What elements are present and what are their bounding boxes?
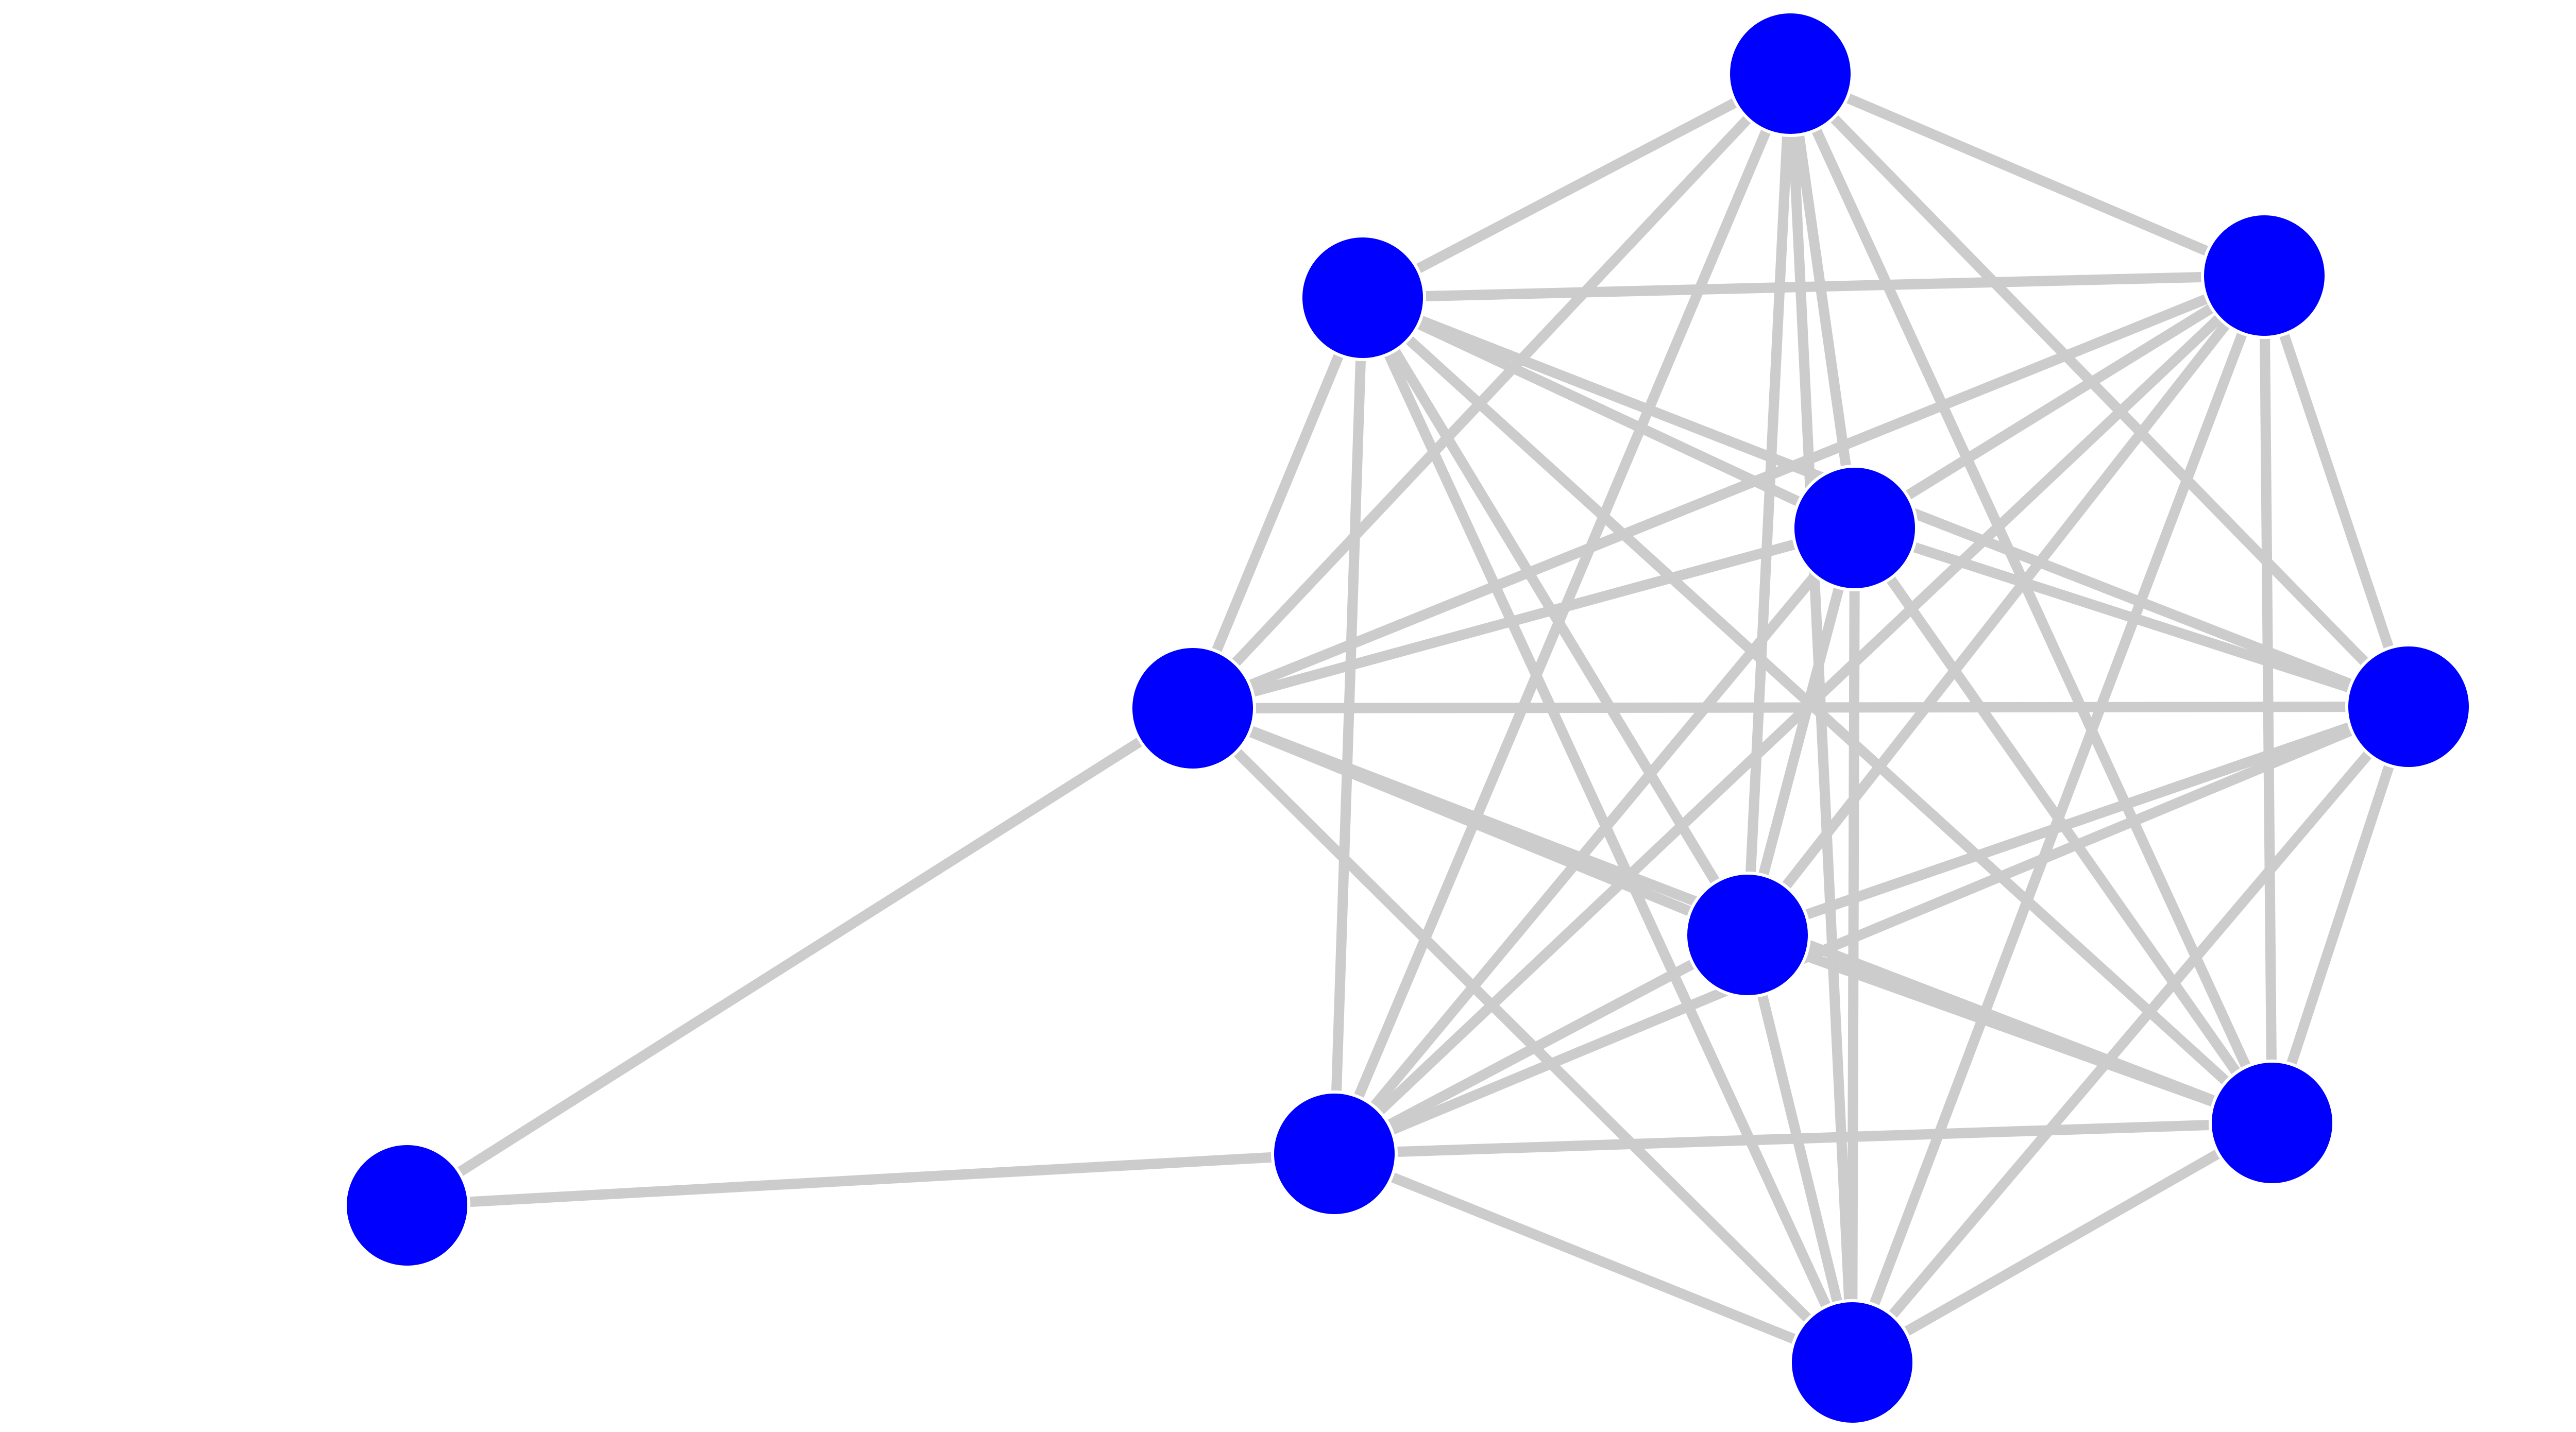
edge-n4-n7 [1786,70,2413,710]
edge-n3-n10 [1358,295,1857,1365]
edge-n4-n6 [1788,69,2266,281]
edge-n3-n6 [1362,270,2265,303]
edge-n0-n1 [406,1149,1335,1211]
edge-n8-n10 [1742,933,1857,1364]
edge-n1-n4 [1329,72,1795,1156]
node-n6[interactable] [2201,212,2328,339]
node-n10[interactable] [1789,1299,1916,1426]
edge-n2-n3 [1188,296,1368,710]
node-n8[interactable] [1684,872,1811,998]
edge-n1-n3 [1329,297,1368,1154]
node-n3[interactable] [1299,234,1426,361]
edge-n2-n4 [1189,70,1794,712]
edge-n0-n2 [404,704,1196,1210]
edge-n4-n5 [1785,73,1860,529]
edge-n6-n7 [2259,274,2414,709]
edge-n7-n10 [1848,703,2413,1366]
edge-n7-n9 [2267,705,2414,1125]
edge-n5-n6 [1852,271,2267,533]
node-n0[interactable] [344,1142,470,1269]
edge-n1-n5 [1330,524,1859,1157]
edges-layer [404,69,2414,1368]
edge-n6-n10 [1847,274,2269,1365]
edge-n1-n10 [1332,1149,1854,1368]
edge-n4-n9 [1785,71,2277,1126]
edge-n3-n8 [1358,295,1752,938]
edge-n1-n8 [1332,930,1750,1158]
edge-n4-n10 [1785,73,1857,1363]
edge-n6-n8 [1743,272,2268,939]
edge-n2-n5 [1191,523,1856,713]
edge-n2-n10 [1189,704,1856,1367]
node-n5[interactable] [1791,465,1918,591]
edge-n8-n9 [1745,930,2274,1128]
edge-n7-n8 [1745,702,2411,940]
edge-n9-n10 [1850,1118,2275,1367]
edge-n1-n7 [1332,702,2411,1159]
edge-n6-n9 [2259,275,2277,1123]
edge-n2-n6 [1191,270,2266,713]
edge-n5-n8 [1742,526,1860,936]
node-n2[interactable] [1129,645,1256,772]
edge-n4-n8 [1742,73,1795,935]
nodes-layer [344,10,2472,1426]
node-n4[interactable] [1727,10,1854,137]
node-n9[interactable] [2209,1060,2335,1186]
edge-n5-n10 [1847,527,1860,1363]
node-n7[interactable] [2345,643,2472,770]
node-n1[interactable] [1271,1090,1398,1217]
edge-n1-n9 [1334,1118,2273,1159]
edge-n3-n4 [1360,69,1793,302]
edge-n2-n7 [1192,702,2409,713]
